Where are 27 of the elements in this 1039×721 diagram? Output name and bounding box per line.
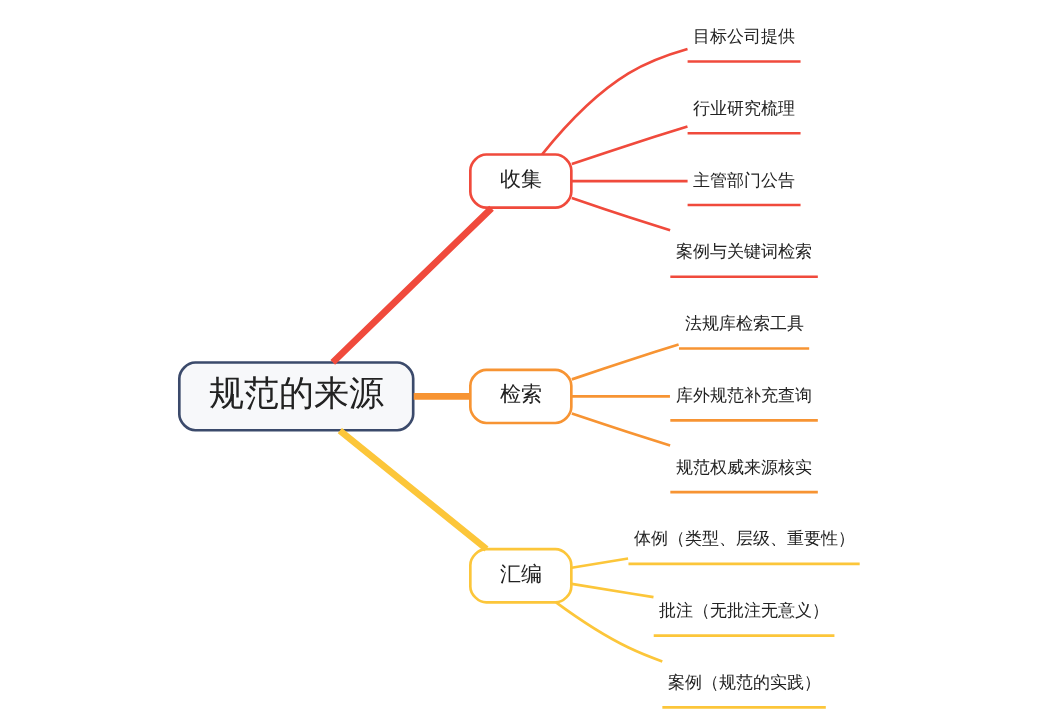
- connector: [541, 47, 688, 156]
- connector: [571, 395, 670, 398]
- connector: [337, 427, 489, 552]
- connector: [555, 601, 663, 663]
- node-text: 规范权威来源核实: [676, 456, 813, 477]
- connector: [571, 343, 679, 381]
- connector: [571, 557, 629, 570]
- node-text: 案例与关键词检索: [676, 241, 813, 262]
- node-text: 行业研究梳理: [693, 97, 796, 118]
- node-text: 案例（规范的实践）: [667, 671, 821, 692]
- node-text: 库外规范补充查询: [676, 384, 813, 405]
- node-text: 主管部门公告: [693, 169, 796, 190]
- node-text: 体例（类型、层级、重要性）: [633, 528, 855, 549]
- connector: [571, 125, 688, 166]
- node-text: 批注（无批注无意义）: [659, 600, 830, 621]
- connector: [571, 412, 671, 447]
- connector: [330, 205, 494, 365]
- connector: [571, 582, 654, 599]
- node-text: 法规库检索工具: [684, 313, 804, 334]
- connector: [413, 393, 471, 400]
- node-box: 收集: [469, 153, 573, 209]
- node-text: 目标公司提供: [693, 26, 796, 47]
- connector: [571, 179, 688, 183]
- node-box: 检索: [469, 368, 573, 425]
- node-box: 规范的来源: [178, 361, 415, 432]
- connector: [571, 196, 671, 232]
- node-box: 汇编: [469, 547, 573, 604]
